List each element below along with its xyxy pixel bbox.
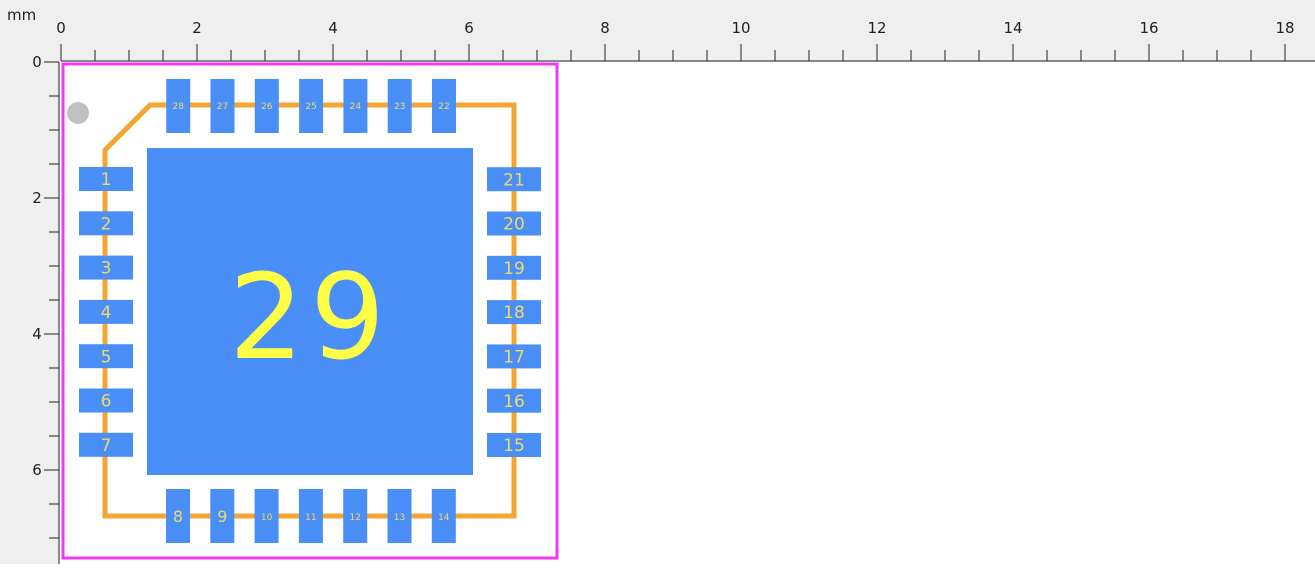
pad-label: 21 (503, 170, 525, 190)
unit-label: mm (7, 6, 36, 24)
pad-label: 6 (101, 392, 112, 412)
center-pad-label: 29 (229, 248, 391, 386)
top-tick-label: 12 (867, 19, 886, 37)
pad-27[interactable] (210, 79, 235, 133)
pad-22[interactable] (432, 79, 456, 133)
top-tick-label: 0 (56, 19, 66, 37)
pad-13[interactable] (387, 489, 412, 543)
pad-label: 27 (217, 102, 228, 112)
top-tick-label: 14 (1003, 19, 1022, 37)
left-ruler-ticks: 0 2 4 6 (32, 53, 60, 564)
top-tick-label: 18 (1275, 19, 1294, 37)
top-tick-label: 10 (731, 19, 750, 37)
pad-21[interactable] (487, 167, 541, 192)
pad-11[interactable] (298, 489, 323, 543)
pad-8[interactable] (166, 489, 190, 543)
pad-10[interactable] (254, 489, 279, 543)
pad-label: 16 (503, 392, 525, 412)
pad-16[interactable] (487, 388, 541, 413)
pad-19[interactable] (487, 255, 541, 280)
pad-label: 25 (305, 102, 316, 112)
pad-label: 11 (305, 513, 316, 523)
pad-17[interactable] (487, 344, 541, 369)
pad-label: 4 (101, 303, 112, 323)
pad-18[interactable] (487, 300, 541, 325)
left-ruler (0, 0, 60, 564)
top-ruler-ticks: 0 2 4 6 8 10 12 14 16 18 (56, 19, 1315, 62)
courtyard-outline (61, 62, 559, 560)
pad-label: 19 (503, 259, 525, 279)
pad-label: 3 (101, 259, 112, 279)
pad-label: 5 (101, 347, 112, 367)
pad-20[interactable] (487, 211, 541, 236)
pad-28[interactable] (166, 79, 191, 133)
pad-label: 2 (101, 214, 112, 234)
pad-label: 15 (503, 436, 525, 456)
top-tick-label: 4 (328, 19, 338, 37)
pad-label: 10 (261, 513, 273, 523)
pad-label: 23 (394, 102, 405, 112)
pad-25[interactable] (299, 79, 324, 133)
pad-9[interactable] (210, 489, 235, 543)
pad-23[interactable] (387, 79, 412, 133)
pad-label: 17 (503, 348, 525, 368)
pad-15[interactable] (487, 433, 541, 457)
pad-label: 1 (101, 170, 112, 190)
pad-label: 9 (217, 507, 227, 526)
pad-label: 22 (438, 102, 449, 112)
pad-14[interactable] (431, 489, 456, 543)
pad-1[interactable] (79, 167, 133, 191)
pad-label: 7 (101, 436, 112, 456)
left-tick-label: 4 (32, 325, 42, 343)
exposed-center-pad[interactable] (147, 148, 473, 475)
pad-label: 20 (503, 215, 525, 235)
pad-label: 18 (503, 303, 525, 323)
pad-6[interactable] (79, 388, 133, 413)
top-tick-label: 8 (600, 19, 610, 37)
left-tick-label: 0 (32, 53, 42, 71)
pad-label: 24 (350, 102, 362, 112)
pad-label: 14 (438, 513, 450, 523)
top-tick-label: 2 (192, 19, 202, 37)
pad-26[interactable] (254, 79, 279, 133)
pad-24[interactable] (343, 79, 368, 133)
pin1-marker (67, 102, 89, 124)
pad-12[interactable] (343, 489, 368, 543)
pad-3[interactable] (79, 255, 133, 280)
pad-label: 8 (173, 507, 183, 526)
pad-label: 26 (261, 102, 273, 112)
left-tick-label: 6 (32, 461, 42, 479)
pad-2[interactable] (79, 211, 133, 236)
top-tick-label: 16 (1139, 19, 1158, 37)
pad-4[interactable] (79, 299, 133, 324)
pad-label: 12 (349, 513, 360, 523)
pad-7[interactable] (79, 432, 133, 457)
pad-label: 13 (394, 513, 405, 523)
top-tick-label: 6 (464, 19, 474, 37)
pad-label: 28 (172, 102, 184, 112)
pad-5[interactable] (79, 344, 133, 369)
left-tick-label: 2 (32, 189, 42, 207)
top-ruler (0, 0, 1315, 62)
